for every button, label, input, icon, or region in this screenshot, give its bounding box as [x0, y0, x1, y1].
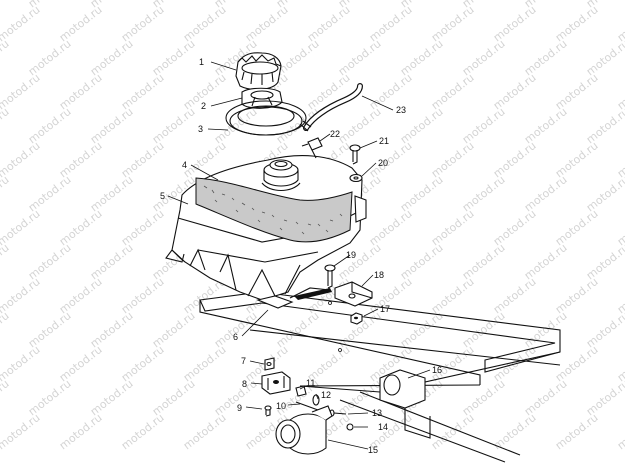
callout-19: 19: [346, 250, 356, 260]
watermark-text: motod.ru: [57, 411, 105, 452]
callout-23: 23: [396, 105, 406, 115]
tank-strap: [256, 287, 332, 309]
callout-labels: 1 2 3 4 5 6 7 8 9 10 11 12 13 14 15 16 1…: [160, 57, 442, 455]
callout-18: 18: [374, 270, 384, 280]
bracket-7: [264, 357, 275, 371]
bolt-21: [349, 144, 361, 165]
watermark-text: motod.ru: [429, 411, 477, 452]
callout-7: 7: [241, 356, 246, 366]
callout-21: 21: [379, 136, 389, 146]
callout-3: 3: [198, 124, 203, 134]
callout-17: 17: [380, 304, 390, 314]
watermark-text: motod.ru: [0, 173, 12, 214]
callout-5: 5: [160, 191, 165, 201]
fuel-cap: [235, 52, 282, 91]
vent-fitting: [301, 137, 323, 159]
callout-22: 22: [330, 129, 340, 139]
nut-17: [350, 312, 363, 325]
watermark-text: motod.ru: [119, 411, 167, 452]
callout-4: 4: [182, 160, 187, 170]
watermark-text: motod.ru: [0, 377, 12, 418]
spacer-11: [295, 385, 307, 397]
watermark-text: motod.ru: [0, 71, 43, 112]
callout-14: 14: [378, 422, 388, 432]
pin-10: [295, 401, 319, 411]
watermark-text: motod.ru: [181, 411, 229, 452]
callout-20: 20: [378, 158, 388, 168]
callout-13: 13: [372, 408, 382, 418]
watermark-text: motod.ru: [0, 343, 43, 384]
callout-10: 10: [276, 401, 286, 411]
callout-2: 2: [201, 101, 206, 111]
watermark-text: motod.ru: [0, 139, 43, 180]
bolt-19: [324, 264, 336, 289]
watermark-text: motod.ru: [0, 37, 12, 78]
watermark-text: motod.ru: [553, 411, 601, 452]
washer-20: [349, 173, 363, 183]
screw-9: [264, 405, 272, 417]
canister-15: [275, 405, 333, 455]
callout-15: 15: [368, 445, 378, 455]
watermark-text: motod.ru: [0, 105, 12, 146]
callout-16: 16: [432, 365, 442, 375]
tank-bracket: [334, 281, 373, 307]
watermark-text: motod.ru: [0, 275, 43, 316]
callout-12: 12: [321, 390, 331, 400]
callout-8: 8: [242, 379, 247, 389]
watermark-text: motod.ru: [0, 241, 12, 282]
watermark-text: motod.ru: [0, 309, 12, 350]
leader-lines: [167, 61, 431, 450]
callout-9: 9: [237, 403, 242, 413]
clamp-8: [261, 371, 291, 395]
callout-1: 1: [199, 57, 204, 67]
watermark-text: motod.ru: [615, 411, 625, 452]
fuel-tank: [165, 155, 367, 301]
tank-ring: [225, 100, 307, 136]
nut-14: [346, 423, 354, 431]
cap-gasket: [241, 87, 283, 109]
callout-11: 11: [306, 378, 315, 388]
frame-bracket: [379, 369, 431, 439]
watermark-text: motod.ru: [0, 207, 43, 248]
watermark-text: motod.ru: [0, 411, 43, 452]
callout-6: 6: [233, 332, 238, 342]
watermark-text: motod.ru: [0, 0, 12, 10]
watermark-text: motod.ru: [0, 3, 43, 44]
washer-12: [312, 394, 320, 406]
vent-hose: [299, 83, 363, 132]
